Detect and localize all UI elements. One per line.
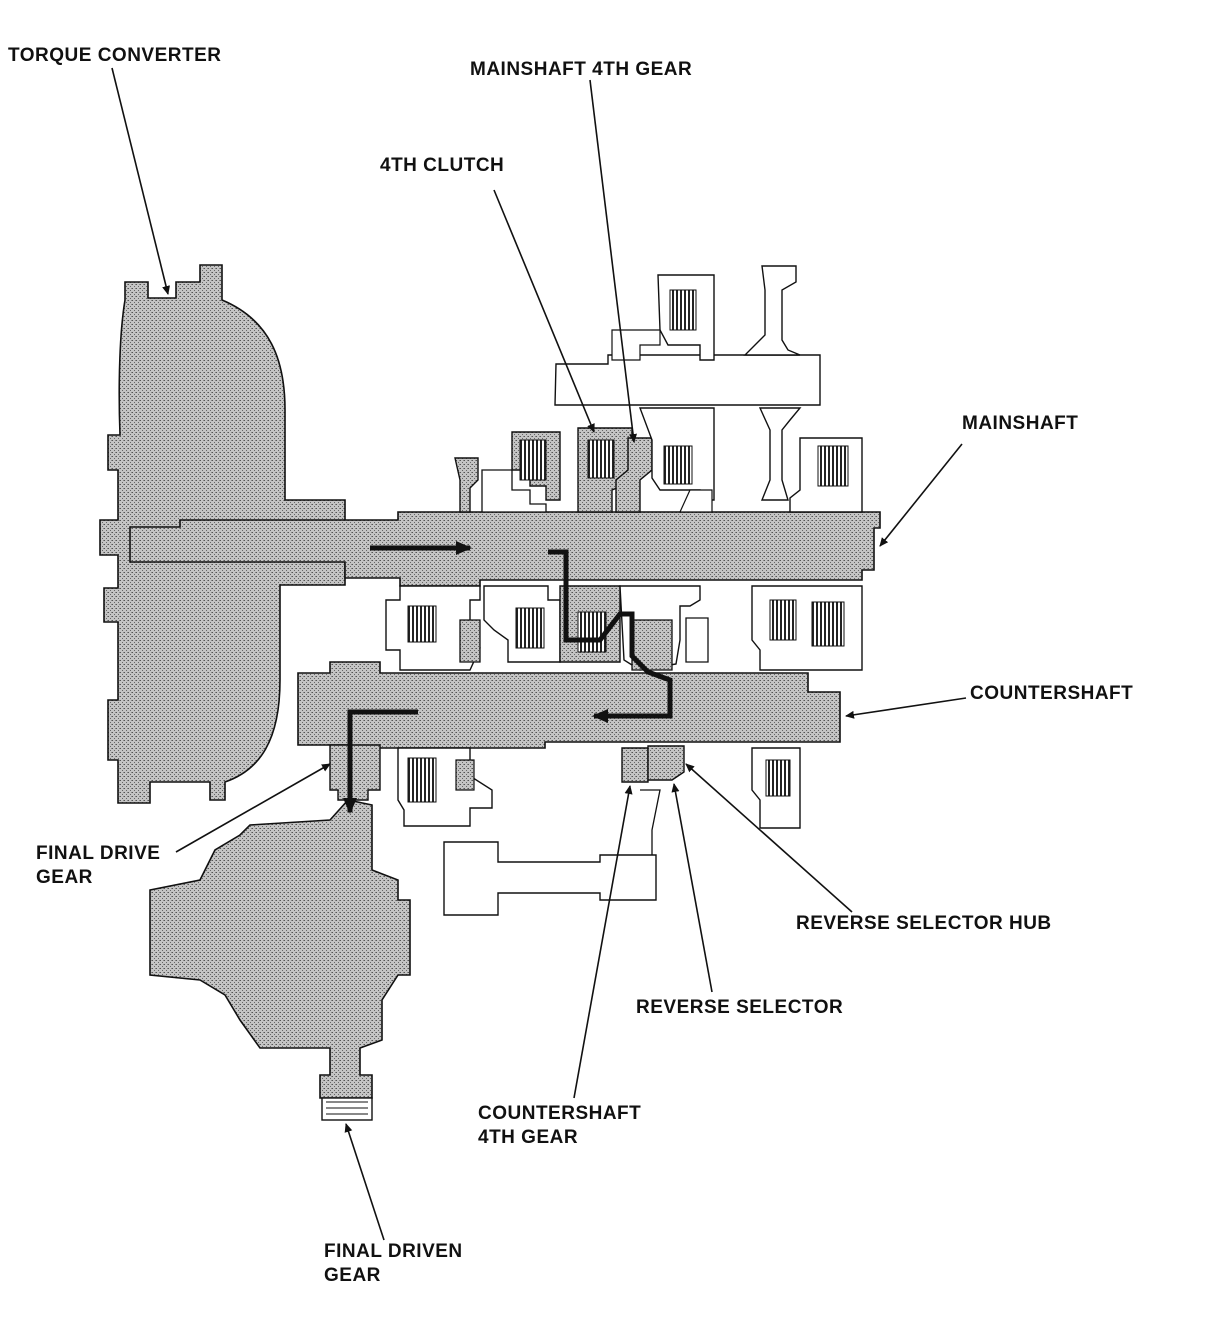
reverse-selector-hub: [647, 745, 685, 781]
final-drive-gear: [329, 744, 381, 801]
label-final-drive-gear-line1: FINAL DRIVE: [36, 843, 161, 864]
label-torque-converter: TORQUE CONVERTER: [8, 45, 222, 66]
label-mainshaft-4th-gear: MAINSHAFT 4TH GEAR: [470, 59, 693, 80]
label-mainshaft: MAINSHAFT: [962, 413, 1079, 434]
countershaft: [297, 661, 841, 749]
leader-lines: [111, 67, 967, 1241]
differential-case: [149, 799, 411, 1099]
label-countershaft-4th-gear-line1: COUNTERSHAFT: [478, 1103, 642, 1124]
reverse-idler-shaft: [443, 841, 657, 916]
countershaft-4th-gear: [621, 747, 649, 783]
label-final-driven-gear-line2: GEAR: [324, 1265, 381, 1286]
mainshaft: [129, 511, 881, 587]
label-final-drive-gear-line2: GEAR: [36, 867, 93, 888]
mainshaft-gear-cluster-1: [454, 457, 479, 513]
label-countershaft: COUNTERSHAFT: [970, 683, 1134, 704]
power-flow-path: [343, 541, 673, 814]
label-4th-clutch: 4TH CLUTCH: [380, 155, 505, 176]
final-driven-gear-teeth: [321, 1097, 373, 1121]
upper-housing: [743, 265, 801, 356]
label-final-driven-gear-line1: FINAL DRIVEN: [324, 1241, 463, 1262]
label-countershaft-4th-gear-line2: 4TH GEAR: [478, 1127, 579, 1148]
label-reverse-selector: REVERSE SELECTOR: [636, 997, 844, 1018]
upper-shaft: [554, 354, 821, 406]
label-reverse-selector-hub: REVERSE SELECTOR HUB: [796, 913, 1052, 934]
